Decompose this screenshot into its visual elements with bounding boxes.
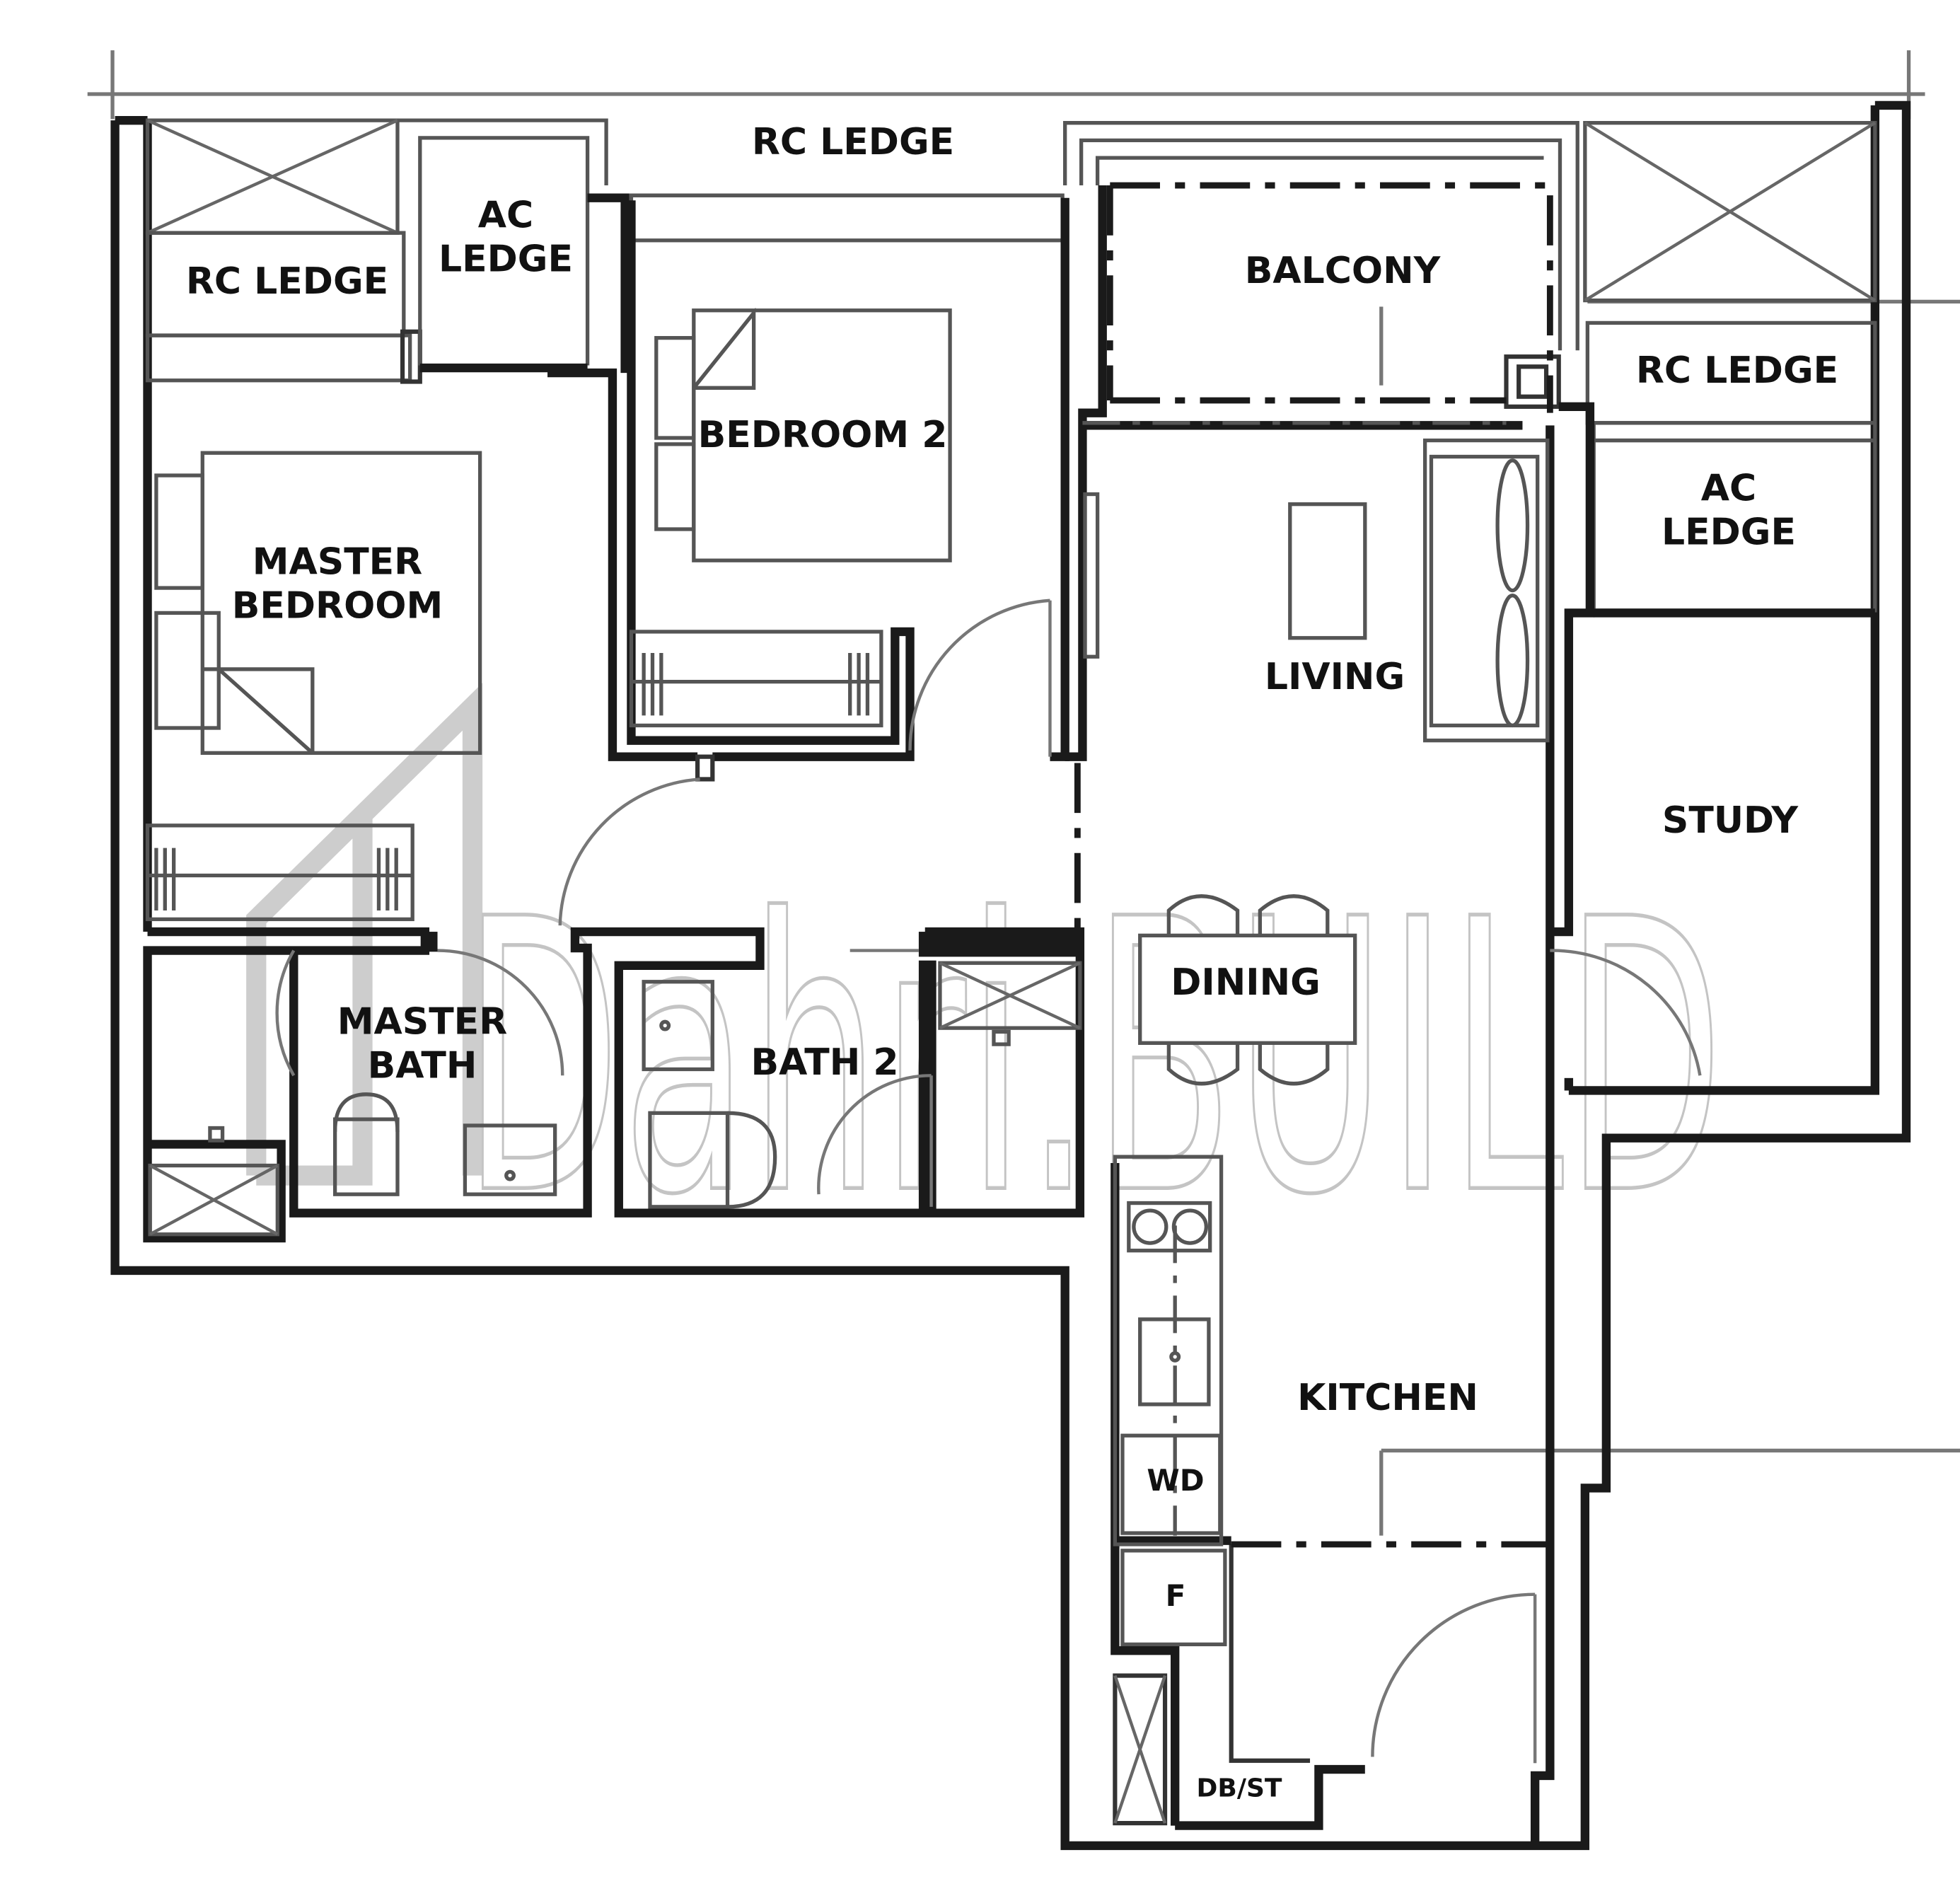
dimension-line-top xyxy=(87,50,1925,120)
label-rc-ledge-left: RC LEDGE xyxy=(186,260,388,303)
label-line: MASTER xyxy=(337,1000,508,1043)
label-line: BEDROOM 2 xyxy=(697,413,948,456)
label-line: AC xyxy=(1700,467,1757,510)
label-line: DB/ST xyxy=(1196,1774,1282,1803)
label-fridge: F xyxy=(1166,1578,1186,1614)
label-dining: DINING xyxy=(1171,961,1321,1005)
label-line: BALCONY xyxy=(1244,249,1441,292)
door-swings xyxy=(275,598,1702,1764)
dining-furniture xyxy=(1138,894,1357,1086)
label-kitchen: KITCHEN xyxy=(1297,1376,1478,1420)
label-line: RC LEDGE xyxy=(751,120,955,163)
label-line: MASTER xyxy=(252,540,423,584)
label-rc-ledge-right: RC LEDGE xyxy=(1636,349,1838,393)
watermark-logo xyxy=(246,683,483,1186)
label-balcony: BALCONY xyxy=(1245,249,1441,293)
label-master-bath: MASTER BATH xyxy=(337,1000,507,1089)
label-ac-ledge-right: AC LEDGE xyxy=(1662,467,1796,555)
label-rc-ledge-top: RC LEDGE xyxy=(752,120,954,164)
bedroom-2-furniture xyxy=(629,307,952,728)
label-line: RC LEDGE xyxy=(1635,349,1839,392)
kitchen-fixtures xyxy=(1113,1155,1227,1647)
label-db-st: DB/ST xyxy=(1197,1773,1282,1803)
bath-2-fixtures xyxy=(642,980,1011,1209)
dashed-boundaries xyxy=(1074,182,1553,1548)
label-line: LEDGE xyxy=(1661,511,1797,554)
label-line: STUDY xyxy=(1662,799,1799,842)
label-living: LIVING xyxy=(1265,655,1405,699)
label-line: WD xyxy=(1147,1462,1205,1498)
label-line: F xyxy=(1165,1578,1186,1613)
label-line: BEDROOM xyxy=(231,585,443,628)
label-line: KITCHEN xyxy=(1297,1376,1478,1419)
master-bedroom-furniture xyxy=(145,451,482,922)
master-bath-fixtures xyxy=(148,1092,557,1237)
ledges xyxy=(145,118,1877,618)
label-line: LEDGE xyxy=(438,238,574,281)
label-master-bedroom: MASTER BEDROOM xyxy=(232,540,443,629)
label-bedroom-2: BEDROOM 2 xyxy=(698,413,948,457)
label-line: LIVING xyxy=(1264,655,1405,698)
label-study: STUDY xyxy=(1662,799,1798,843)
label-ac-ledge-left: AC LEDGE xyxy=(439,194,573,282)
label-line: BATH 2 xyxy=(750,1041,899,1084)
label-line: BATH xyxy=(367,1045,477,1087)
living-furniture xyxy=(1083,438,1550,743)
label-line: RC LEDGE xyxy=(185,260,389,303)
label-line: DINING xyxy=(1171,961,1321,1004)
label-wd: WD xyxy=(1147,1463,1204,1498)
label-line: AC xyxy=(477,194,534,237)
label-bath-2: BATH 2 xyxy=(750,1041,898,1085)
